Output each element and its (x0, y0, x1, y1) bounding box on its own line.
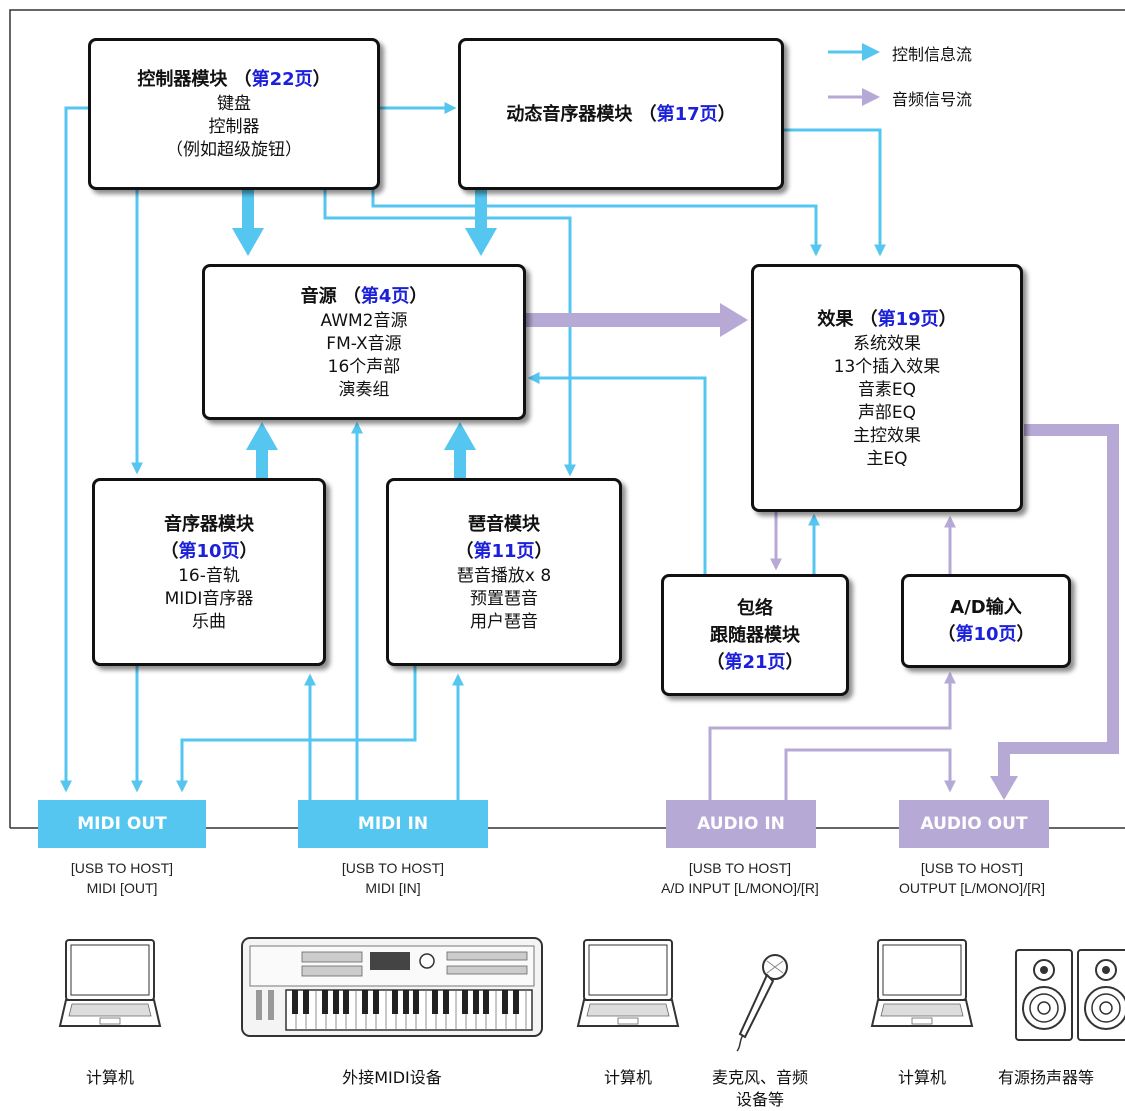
motion-sequencer-page-link[interactable]: 第17页 (656, 103, 718, 125)
wire-motionseq-effect (780, 128, 886, 257)
thick-arrow-arpeggio-tonegen (444, 422, 476, 450)
envelope-page-link[interactable]: 第21页 (724, 651, 786, 673)
wire-envelope-tonegen (527, 372, 707, 576)
laptop-icon (58, 939, 162, 1027)
effect-line: 音素EQ (857, 379, 917, 400)
ad-input-title: A/D输入 (950, 597, 1022, 618)
legend-audio-label: 音频信号流 (892, 90, 973, 109)
arpeggio-page: （第11页） (455, 540, 553, 562)
microphone-icon (736, 954, 788, 1052)
legend-control: 控制信息流 (892, 41, 972, 65)
sequencer-title: 音序器模块 (164, 513, 254, 535)
thick-audio-tonegen-effect (524, 313, 722, 327)
frame-border (9, 9, 1125, 828)
envelope-title: 跟随器模块 (710, 624, 800, 646)
effect-line: 主控效果 (853, 425, 921, 446)
wire-audioin-adinput (708, 671, 956, 800)
thick-audio-effect-audioout (998, 424, 1119, 778)
speaker-icon (1077, 949, 1125, 1041)
sequencer-block: 音序器模块 （第10页） 16-音轨 MIDI音序器 乐曲 (92, 478, 326, 666)
arpeggio-line: 琶音播放x 8 (456, 565, 552, 586)
wire-controller-midiout (60, 106, 90, 793)
ad-input-page-link[interactable]: 第10页 (955, 624, 1017, 645)
keyboard-synth-icon (241, 937, 543, 1037)
arpeggio-page-link[interactable]: 第11页 (473, 540, 535, 562)
midi-out-caption: [USB TO HOST] MIDI [OUT] (70, 860, 174, 896)
device-label-computer: 计算机 (603, 1068, 652, 1087)
device-label-mic: 麦克风、音频 设备等 (711, 1068, 808, 1109)
tone-generator-line: AWM2音源 (320, 310, 408, 331)
effect-line: 系统效果 (853, 333, 921, 354)
sequencer-line: 16-音轨 (178, 565, 240, 586)
device-label-midi-device: 外接MIDI设备 (342, 1068, 442, 1087)
audio-in-port: AUDIO IN (666, 800, 816, 848)
tone-generator-page-link[interactable]: 第4页 (360, 285, 410, 307)
midi-in-port: MIDI IN (298, 800, 488, 848)
legend-audio-arrow (862, 88, 880, 106)
wire-arpeggio-midiout (176, 665, 417, 793)
tone-generator-line: FM-X音源 (326, 333, 402, 354)
legend-control-label: 控制信息流 (892, 45, 973, 64)
device-label-speakers: 有源扬声器等 (998, 1068, 1095, 1087)
wire-controller-effect (371, 188, 822, 257)
device-label-computer: 计算机 (897, 1068, 946, 1087)
audio-out-port: AUDIO OUT (899, 800, 1049, 848)
controller-block: 控制器模块 （第22页） 键盘 控制器 （例如超级旋钮） (88, 38, 380, 190)
wire-audioin-audioout (784, 748, 956, 800)
motion-sequencer-title: 动态音序器模块 （第17页） (506, 103, 736, 125)
arpeggio-block: 琶音模块 （第11页） 琶音播放x 8 预置琶音 用户琶音 (386, 478, 622, 666)
envelope-page: （第21页） (706, 651, 804, 673)
effect-line: 主EQ (866, 448, 908, 469)
speaker-icon (1015, 949, 1073, 1041)
effect-block: 效果 （第19页） 系统效果 13个插入效果 音素EQ 声部EQ 主控效果 主E… (751, 264, 1023, 512)
tone-generator-title: 音源 （第4页） (300, 285, 428, 307)
controller-title: 控制器模块 （第22页） (137, 69, 331, 90)
audio-flow (524, 303, 1119, 800)
effect-page-link[interactable]: 第19页 (877, 308, 939, 330)
thick-arrow-motionseq-tonegen (465, 228, 497, 256)
controller-line: （例如超级旋钮） (166, 140, 302, 160)
arpeggio-line: 用户琶音 (470, 611, 538, 632)
tone-generator-block: 音源 （第4页） AWM2音源 FM-X音源 16个声部 演奏组 (202, 264, 526, 420)
tone-generator-line: 演奏组 (338, 379, 390, 400)
sequencer-line: MIDI音序器 (164, 588, 254, 609)
controller-line: 控制器 (208, 117, 260, 137)
envelope-title: 包络 (737, 597, 773, 619)
ad-input-block: A/D输入 （第10页） (901, 574, 1071, 668)
control-flow-thick (232, 188, 497, 480)
thick-arrow-sequencer-tonegen (246, 422, 278, 450)
device-label-computer: 计算机 (85, 1068, 134, 1087)
effect-line: 13个插入效果 (833, 356, 941, 377)
arpeggio-line: 预置琶音 (470, 588, 538, 609)
sequencer-page-link[interactable]: 第10页 (178, 540, 240, 562)
arpeggio-title: 琶音模块 (468, 513, 540, 535)
legend-audio: 音频信号流 (892, 86, 972, 110)
audio-in-caption: [USB TO HOST] A/D INPUT [L/MONO]/[R] (661, 860, 819, 896)
effect-title: 效果 （第19页） (817, 308, 957, 330)
thick-arrow-controller-tonegen (232, 228, 264, 256)
envelope-follower-block: 包络 跟随器模块 （第21页） (661, 574, 849, 696)
sequencer-page: （第10页） (160, 540, 258, 562)
midi-in-caption: [USB TO HOST] MIDI [IN] (341, 860, 445, 896)
ad-input-page: （第10页） (937, 624, 1035, 645)
motion-sequencer-block: 动态音序器模块 （第17页） (458, 38, 784, 190)
control-flow-lines (60, 102, 886, 800)
laptop-icon (870, 939, 974, 1027)
tone-generator-line: 16个声部 (327, 356, 401, 377)
effect-line: 声部EQ (857, 402, 917, 423)
midi-out-port: MIDI OUT (38, 800, 206, 848)
sequencer-line: 乐曲 (192, 611, 226, 632)
wire-controller-arpeggio (323, 188, 576, 477)
audio-out-caption: [USB TO HOST] OUTPUT [L/MONO]/[R] (899, 860, 1045, 896)
controller-line: 键盘 (217, 94, 251, 114)
legend-control-arrow (862, 43, 880, 61)
controller-page-link[interactable]: 第22页 (251, 69, 313, 90)
laptop-icon (576, 939, 680, 1027)
